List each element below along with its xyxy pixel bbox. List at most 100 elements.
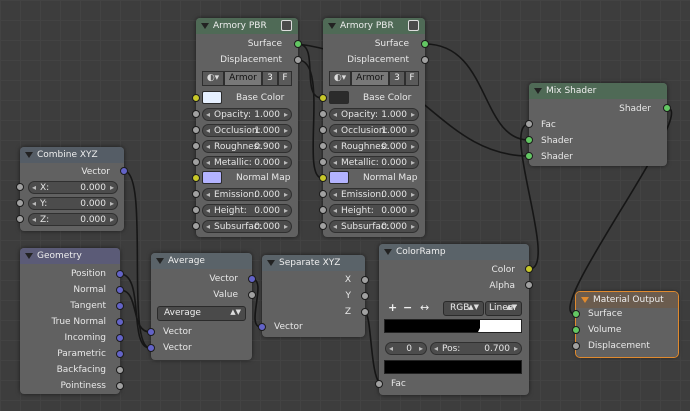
material-output-node[interactable]: Material Output Surface Volume Displacem… — [575, 291, 679, 358]
collapse-triangle-icon[interactable] — [581, 297, 589, 303]
node-header[interactable]: Armory PBR — [323, 18, 425, 34]
decrement-icon[interactable]: ◂ — [333, 206, 338, 215]
armory1-displacement-output-socket[interactable] — [294, 56, 302, 64]
increment-icon[interactable]: ▸ — [410, 110, 415, 119]
armory2-basecolor-input-socket[interactable] — [319, 94, 327, 102]
node-header[interactable]: Armory PBR — [196, 18, 298, 34]
metallic-field[interactable]: ◂Metallic:0.000▸ — [329, 156, 419, 169]
node-header[interactable]: Mix Shader — [529, 83, 667, 99]
decrement-icon[interactable]: ◂ — [206, 190, 211, 199]
separate-xyz-node[interactable]: Separate XYZ X Y Z Vector — [262, 255, 365, 337]
height-field[interactable]: ◂Height:0.000▸ — [329, 204, 419, 217]
node-header[interactable]: Material Output — [576, 292, 678, 308]
occlusion-field[interactable]: ◂Occlusion:1.000▸ — [202, 124, 292, 137]
opacity-field[interactable]: ◂Opacity:1.000▸ — [202, 108, 292, 121]
material-name[interactable]: Armor — [224, 71, 262, 86]
colorramp-color-socket[interactable] — [525, 265, 533, 273]
decrement-icon[interactable]: ◂ — [333, 222, 338, 231]
node-header[interactable]: Separate XYZ — [262, 255, 365, 271]
mix-fac-input-socket[interactable] — [525, 120, 533, 128]
decrement-icon[interactable]: ◂ — [32, 199, 37, 208]
node-group-icon[interactable] — [408, 20, 419, 31]
armory1-emission-input-socket[interactable] — [192, 190, 200, 198]
mix-shader-node[interactable]: Mix Shader Shader Fac Shader Shader — [529, 83, 667, 166]
increment-icon[interactable]: ▸ — [410, 158, 415, 167]
metallic-field[interactable]: ◂Metallic:0.000▸ — [202, 156, 292, 169]
stop-position-field[interactable]: ◂Pos:0.700▸ — [430, 342, 522, 355]
decrement-icon[interactable]: ◂ — [206, 110, 211, 119]
material-users[interactable]: 3 — [262, 71, 278, 86]
armory2-metallic-input-socket[interactable] — [319, 158, 327, 166]
decrement-icon[interactable]: ◂ — [333, 126, 338, 135]
geometry-node[interactable]: Geometry Position Normal Tangent True No… — [20, 248, 120, 394]
increment-icon[interactable]: ▸ — [283, 206, 288, 215]
increment-icon[interactable]: ▸ — [283, 190, 288, 199]
average-vector2-input-socket[interactable] — [147, 344, 155, 352]
armory2-occlusion-input-socket[interactable] — [319, 126, 327, 134]
collapse-triangle-icon[interactable] — [328, 23, 336, 29]
mix-shader1-input-socket[interactable] — [525, 136, 533, 144]
decrement-icon[interactable]: ◂ — [32, 183, 37, 192]
armory1-height-input-socket[interactable] — [192, 206, 200, 214]
opacity-field[interactable]: ◂Opacity:1.000▸ — [329, 108, 419, 121]
increment-icon[interactable]: ▸ — [513, 344, 518, 353]
collapse-triangle-icon[interactable] — [534, 88, 542, 94]
armory1-surface-output-socket[interactable] — [294, 40, 302, 48]
colorramp-node[interactable]: ColorRamp Color Alpha + − ↔ RGB▲▼ Linear… — [379, 244, 529, 395]
emission-field[interactable]: ◂Emission:0.000▸ — [329, 188, 419, 201]
decrement-icon[interactable]: ◂ — [333, 158, 338, 167]
interpolation-dropdown[interactable]: Linear▲▼ — [485, 301, 522, 316]
armory2-emission-input-socket[interactable] — [319, 190, 327, 198]
increment-icon[interactable]: ▸ — [283, 110, 288, 119]
output-displacement-input-socket[interactable] — [572, 342, 580, 350]
mix-shader-output-socket[interactable] — [663, 104, 671, 112]
collapse-triangle-icon[interactable] — [156, 258, 164, 264]
decrement-icon[interactable]: ◂ — [333, 110, 338, 119]
decrement-icon[interactable]: ◂ — [389, 344, 394, 353]
combine-xyz-node[interactable]: Combine XYZ Vector ◂X:0.000▸ ◂Y:0.000▸ ◂… — [20, 147, 124, 231]
material-users[interactable]: 3 — [389, 71, 405, 86]
colorramp-fac-input-socket[interactable] — [375, 380, 383, 388]
decrement-icon[interactable]: ◂ — [206, 126, 211, 135]
increment-icon[interactable]: ▸ — [410, 222, 415, 231]
combine-x-input-socket[interactable] — [16, 183, 24, 191]
collapse-triangle-icon[interactable] — [384, 249, 392, 255]
armory1-opacity-input-socket[interactable] — [192, 110, 200, 118]
combine-vector-output-socket[interactable] — [120, 167, 128, 175]
node-header[interactable]: Average — [151, 253, 252, 269]
active-stop-index-field[interactable]: ◂0▸ — [385, 342, 427, 355]
geometry-position-socket[interactable] — [116, 270, 124, 278]
normal-map-swatch[interactable] — [202, 171, 222, 184]
average-value-output-socket[interactable] — [248, 291, 256, 299]
decrement-icon[interactable]: ◂ — [206, 206, 211, 215]
average-vector-output-socket[interactable] — [248, 275, 256, 283]
armory1-metallic-input-socket[interactable] — [192, 158, 200, 166]
decrement-icon[interactable]: ◂ — [333, 142, 338, 151]
mix-shader2-input-socket[interactable] — [525, 152, 533, 160]
decrement-icon[interactable]: ◂ — [206, 222, 211, 231]
collapse-triangle-icon[interactable] — [25, 253, 33, 259]
increment-icon[interactable]: ▸ — [418, 344, 423, 353]
remove-stop-button[interactable]: − — [403, 301, 413, 314]
roughness-field[interactable]: ◂Roughnes:0.900▸ — [202, 140, 292, 153]
output-volume-input-socket[interactable] — [572, 326, 580, 334]
vector-math-average-node[interactable]: Average Vector Value Average▲▼ Vector Ve… — [151, 253, 252, 360]
occlusion-field[interactable]: ◂Occlusion:1.000▸ — [329, 124, 419, 137]
increment-icon[interactable]: ▸ — [410, 206, 415, 215]
separate-vector-input-socket[interactable] — [258, 323, 266, 331]
decrement-icon[interactable]: ◂ — [206, 142, 211, 151]
collapse-triangle-icon[interactable] — [267, 260, 275, 266]
geometry-parametric-socket[interactable] — [116, 350, 124, 358]
separate-y-socket[interactable] — [361, 292, 369, 300]
armory1-basecolor-input-socket[interactable] — [192, 94, 200, 102]
separate-x-socket[interactable] — [361, 276, 369, 284]
collapse-triangle-icon[interactable] — [201, 23, 209, 29]
combine-z-input-socket[interactable] — [16, 215, 24, 223]
armory1-subsurface-input-socket[interactable] — [192, 222, 200, 230]
node-header[interactable]: Geometry — [20, 248, 120, 264]
combine-y-input-socket[interactable] — [16, 199, 24, 207]
geometry-true-normal-socket[interactable] — [116, 318, 124, 326]
flip-ramp-button[interactable]: ↔ — [420, 301, 430, 314]
output-surface-input-socket[interactable] — [572, 310, 580, 318]
material-sphere-icon[interactable]: ◐▾ — [329, 71, 351, 86]
